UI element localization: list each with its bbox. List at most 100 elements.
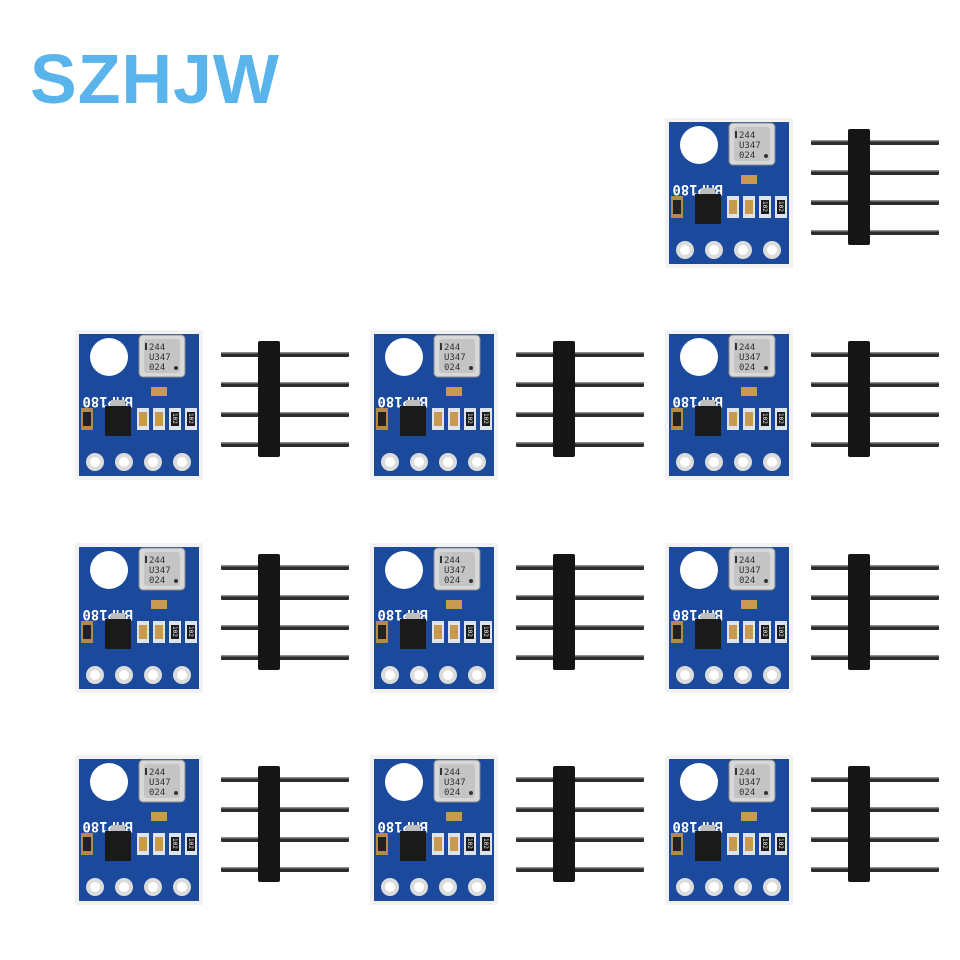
regulator-tab bbox=[701, 188, 715, 194]
regulator-tab bbox=[111, 613, 125, 619]
pin1-dot bbox=[174, 791, 178, 795]
mounting-hole bbox=[680, 551, 718, 589]
pin1-dot bbox=[764, 154, 768, 158]
chip-mark bbox=[145, 556, 147, 563]
pin-hole bbox=[443, 670, 453, 680]
pin1-dot bbox=[764, 579, 768, 583]
resistor bbox=[450, 837, 458, 851]
resistor bbox=[745, 200, 753, 214]
chip-text-line: 024 bbox=[149, 363, 165, 373]
pin-highlight bbox=[516, 352, 644, 354]
pin-highlight bbox=[221, 655, 349, 657]
pin-highlight bbox=[516, 777, 644, 779]
resistor bbox=[171, 625, 179, 639]
header-pins bbox=[811, 766, 939, 882]
resistor bbox=[482, 412, 490, 426]
regulator-tab bbox=[111, 400, 125, 406]
pin-highlight bbox=[221, 412, 349, 414]
pin1-dot bbox=[469, 366, 473, 370]
pin-highlight bbox=[516, 655, 644, 657]
chip-lid bbox=[439, 552, 475, 586]
pin-highlight bbox=[811, 170, 939, 172]
pin-highlight bbox=[221, 352, 349, 354]
resistor bbox=[466, 412, 474, 426]
pin-hole bbox=[767, 882, 777, 892]
chip-text-line: 244 bbox=[739, 131, 755, 141]
chip-mark bbox=[735, 768, 737, 775]
pin-hole bbox=[472, 670, 482, 680]
pin-highlight bbox=[811, 837, 939, 839]
pin-highlight bbox=[221, 382, 349, 384]
capacitor bbox=[151, 812, 167, 821]
resistor bbox=[777, 625, 785, 639]
pin-hole bbox=[148, 670, 158, 680]
resistor-label: 102 bbox=[761, 626, 768, 637]
pin1-dot bbox=[174, 579, 178, 583]
resistor bbox=[139, 625, 147, 639]
pin-highlight bbox=[811, 655, 939, 657]
header-body bbox=[258, 554, 280, 670]
chip-text-line: 244 bbox=[149, 556, 165, 566]
resistor-label: 102 bbox=[466, 838, 473, 849]
pin-hole bbox=[680, 882, 690, 892]
resistor bbox=[729, 412, 737, 426]
pin1-dot bbox=[764, 791, 768, 795]
header-pins bbox=[811, 554, 939, 670]
voltage-regulator bbox=[695, 619, 721, 649]
chip-text-line: U347 bbox=[444, 566, 466, 576]
resistor-label: 102 bbox=[777, 413, 784, 424]
pin-highlight bbox=[221, 807, 349, 809]
pin-hole bbox=[177, 882, 187, 892]
pin-highlight bbox=[811, 777, 939, 779]
chip-text-line: 244 bbox=[739, 343, 755, 353]
resistor-label: 102 bbox=[777, 838, 784, 849]
header-pins bbox=[221, 766, 349, 882]
pin-hole bbox=[680, 245, 690, 255]
resistor bbox=[187, 837, 195, 851]
header-pins bbox=[811, 341, 939, 457]
chip-text-line: U347 bbox=[739, 778, 761, 788]
pin-highlight bbox=[516, 837, 644, 839]
resistor-label: 102 bbox=[187, 838, 194, 849]
pin-hole bbox=[443, 457, 453, 467]
chip-text-line: 024 bbox=[149, 576, 165, 586]
pin-highlight bbox=[516, 625, 644, 627]
capacitor bbox=[151, 600, 167, 609]
header-body bbox=[553, 341, 575, 457]
voltage-regulator bbox=[695, 831, 721, 861]
mounting-hole bbox=[680, 126, 718, 164]
chip-lid bbox=[734, 552, 770, 586]
resistor bbox=[466, 625, 474, 639]
chip-text-line: U347 bbox=[739, 353, 761, 363]
pin-hole bbox=[709, 457, 719, 467]
pin-hole bbox=[738, 457, 748, 467]
resistor bbox=[729, 200, 737, 214]
resistor-label: 102 bbox=[777, 201, 784, 212]
pin-hole bbox=[738, 882, 748, 892]
pin-highlight bbox=[811, 352, 939, 354]
pin-hole bbox=[443, 882, 453, 892]
resistor bbox=[139, 837, 147, 851]
pin-hole bbox=[738, 245, 748, 255]
pin-hole bbox=[148, 882, 158, 892]
chip-mark bbox=[735, 343, 737, 350]
pin-highlight bbox=[221, 565, 349, 567]
inductor-core bbox=[673, 200, 681, 214]
chip-text-line: 024 bbox=[739, 576, 755, 586]
inductor-core bbox=[83, 625, 91, 639]
pin-hole bbox=[709, 245, 719, 255]
pin1-dot bbox=[174, 366, 178, 370]
pin-highlight bbox=[221, 442, 349, 444]
resistor-label: 102 bbox=[482, 838, 489, 849]
resistor bbox=[139, 412, 147, 426]
chip-text-line: 024 bbox=[444, 788, 460, 798]
capacitor bbox=[446, 387, 462, 396]
chip-text-line: 244 bbox=[149, 768, 165, 778]
resistor-label: 102 bbox=[482, 626, 489, 637]
